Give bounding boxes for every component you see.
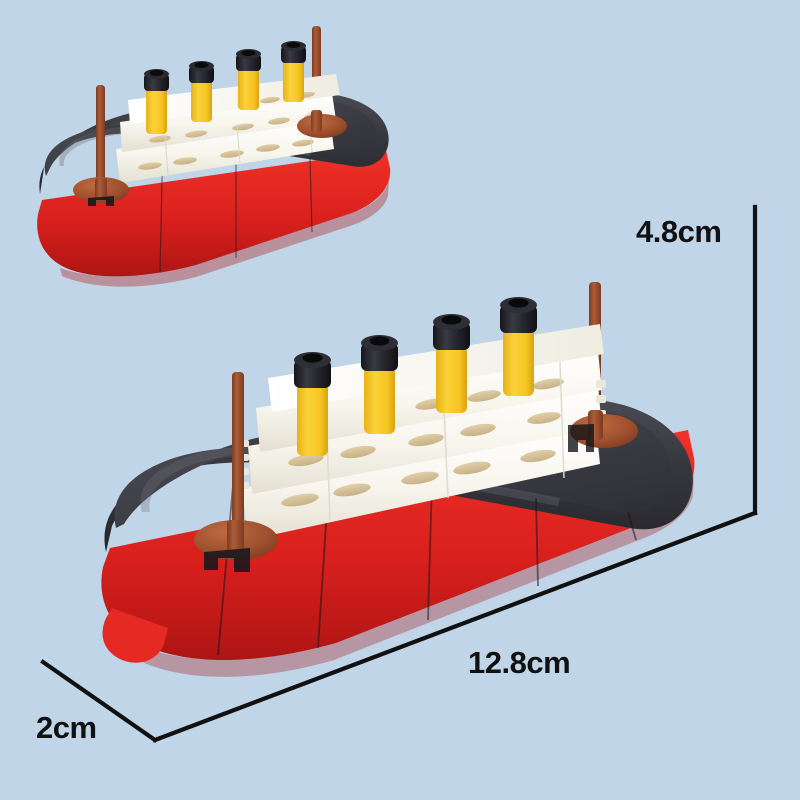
depth-dimension-label: 2cm [36, 710, 97, 745]
large-ship-bow-bulb [102, 608, 168, 663]
small-ship-funnel-2-cap [189, 61, 214, 83]
large-ship-funnel-4-cap [500, 297, 537, 333]
small-ship-model [37, 26, 391, 287]
dimension-leader-lines [40, 204, 758, 743]
large-ship-funnel-1-cap [294, 352, 331, 388]
small-ship-funnel-2 [189, 61, 214, 122]
large-ship-mast-rear-base [568, 410, 638, 452]
large-ship-model [101, 282, 695, 677]
small-ship-deck-middle [120, 93, 336, 152]
large-ship-funnel-2-cap [361, 335, 398, 371]
large-ship-funnel-2 [361, 335, 398, 434]
small-ship-hull-red [37, 150, 391, 277]
small-ship-deck-lower [116, 119, 334, 183]
length-leader-line [152, 510, 758, 743]
small-ship-hull-red-shadow [60, 180, 389, 287]
small-ship-mast-rear-base [297, 110, 347, 138]
large-ship-mast-front [194, 372, 278, 572]
large-ship-funnel-4 [500, 297, 537, 396]
large-ship-funnel-3 [433, 314, 470, 413]
small-ship-funnel-4 [281, 41, 306, 102]
small-ship-funnel-3-cap [236, 49, 261, 71]
small-ship-funnel-1 [144, 69, 169, 134]
height-dimension-label: 4.8cm [636, 214, 722, 249]
small-ship-mast-front [73, 85, 129, 206]
depth-leader-line [40, 659, 158, 743]
large-ship-funnel-3-cap [433, 314, 470, 350]
small-ship-funnel-3 [236, 49, 261, 110]
small-ship-funnel-4-cap [281, 41, 306, 63]
large-ship-funnel-1 [294, 352, 331, 456]
small-ship-funnel-1-cap [144, 69, 169, 91]
length-dimension-label: 12.8cm [468, 645, 571, 680]
